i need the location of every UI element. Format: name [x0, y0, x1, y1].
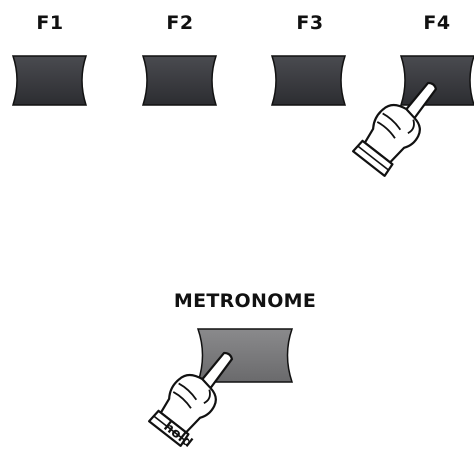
f2-button[interactable] — [142, 55, 217, 106]
f4-button[interactable] — [400, 55, 474, 106]
metronome-button[interactable] — [197, 328, 293, 383]
f1-button[interactable] — [12, 55, 87, 106]
f1-label: F1 — [36, 12, 64, 34]
f3-label: F3 — [296, 12, 324, 34]
f4-label: F4 — [423, 12, 451, 34]
metronome-label: METRONOME — [173, 290, 317, 312]
hold-label: hold — [161, 419, 195, 449]
f3-button[interactable] — [271, 55, 346, 106]
f2-label: F2 — [166, 12, 194, 34]
